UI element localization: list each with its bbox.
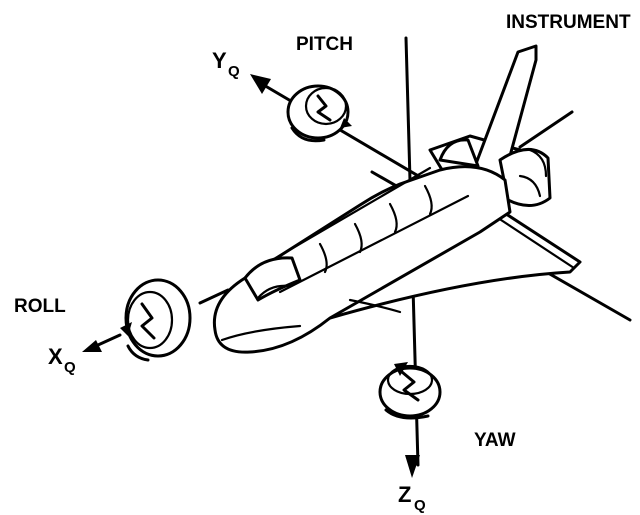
bay-door-line-2 <box>353 222 363 254</box>
space-shuttle <box>212 44 582 354</box>
y-axis-arrowhead <box>250 74 271 94</box>
x-axis-dash <box>198 288 230 305</box>
nose-chine <box>220 324 302 342</box>
bay-door-line-3 <box>388 202 398 234</box>
engine-bell-1 <box>528 148 548 178</box>
shuttle-oms-pod <box>438 138 480 168</box>
y-axis-label: Y <box>212 48 227 73</box>
wing-elevon-line <box>496 216 576 270</box>
pitch-label: PITCH <box>296 34 353 55</box>
instrument-label: INSTRUMENT <box>506 12 631 33</box>
cockpit-window <box>256 284 292 300</box>
x-axis-label: X <box>48 344 63 369</box>
shuttle-near-wing <box>328 208 582 320</box>
belly-line <box>348 298 402 314</box>
bay-door-line-1 <box>318 242 328 274</box>
x-axis-arrowhead <box>82 340 102 352</box>
x-axis-subscript: Q <box>64 359 76 376</box>
roll-rotation-icon <box>120 278 192 362</box>
x-axis-dash-2 <box>96 333 122 347</box>
y-axis-subscript: Q <box>228 63 240 80</box>
roll-label: ROLL <box>14 296 66 317</box>
bay-door-line-4 <box>423 184 433 216</box>
payload-bay-edge-top <box>260 166 432 268</box>
instrument-axis-upper-stub <box>518 110 574 149</box>
shuttle-cockpit <box>243 256 302 302</box>
z-axis-label: Z <box>398 482 411 507</box>
payload-bay-edge-bottom <box>278 194 470 294</box>
engine-bell-2 <box>518 174 542 198</box>
yaw-rotation-icon <box>378 362 442 420</box>
yaw-label: YAW <box>474 430 516 451</box>
z-axis-subscript: Q <box>414 497 426 514</box>
pitch-rotation-icon <box>286 84 352 143</box>
z-axis-arrowhead <box>405 455 420 478</box>
